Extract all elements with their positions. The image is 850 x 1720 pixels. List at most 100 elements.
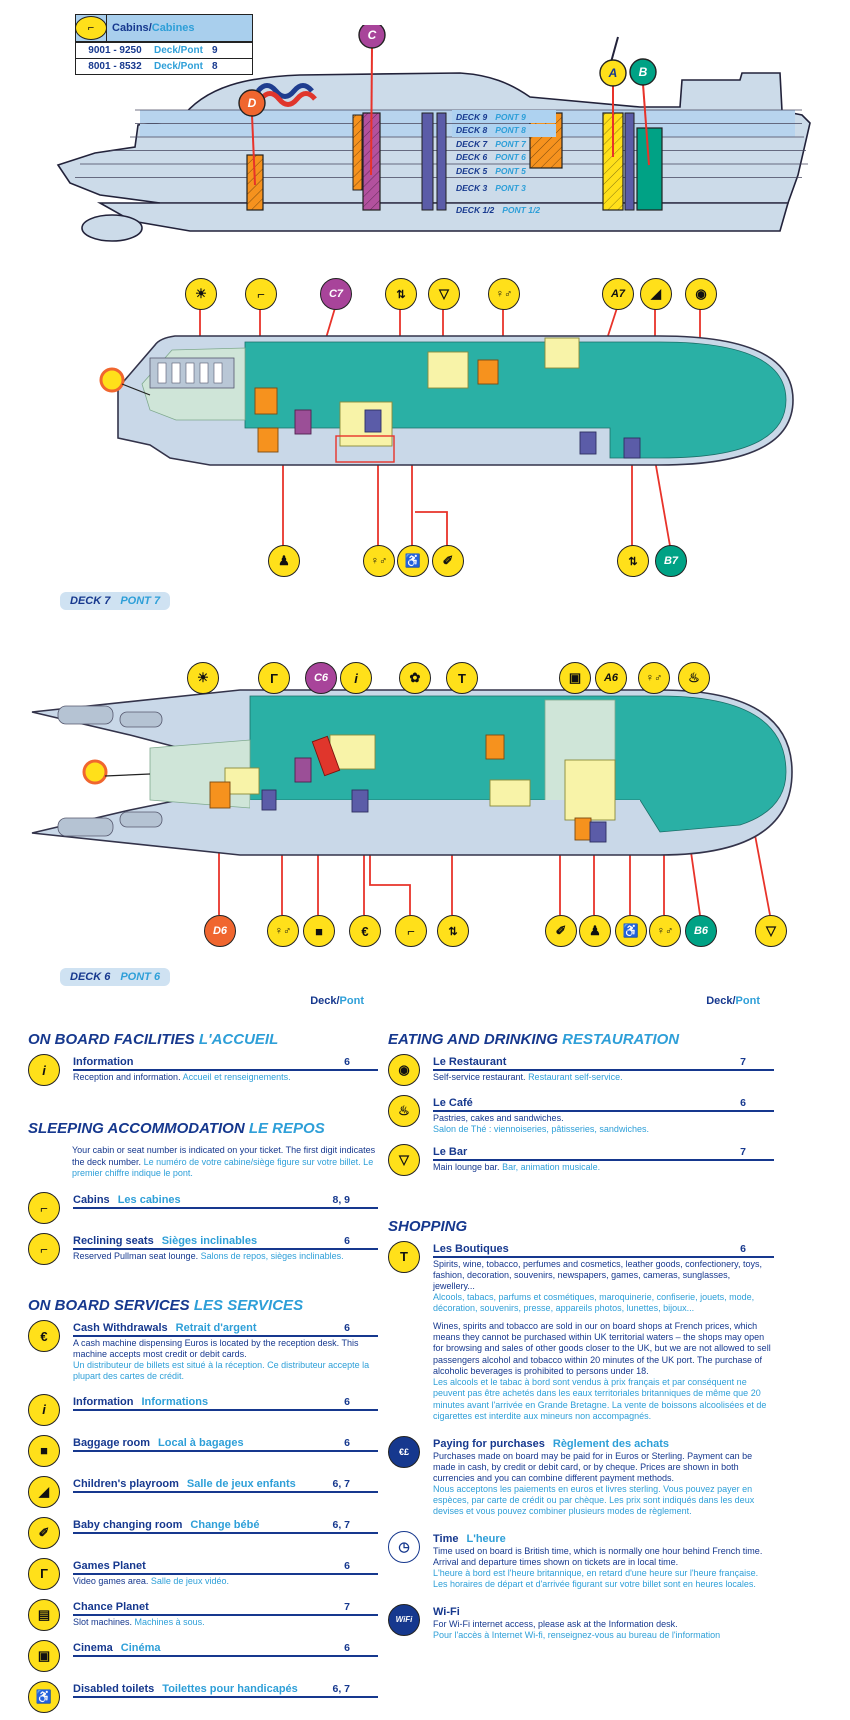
deck6-plan [31, 689, 793, 916]
baby-changing-icon: ♟ [579, 915, 611, 947]
cafe-icon: ♨ [388, 1095, 420, 1127]
disabled-toilet-icon: ♿ [397, 545, 429, 577]
deck-pont-header: Deck/Pont [706, 995, 760, 1007]
information-icon: i [340, 662, 372, 694]
section-sleeping-accommodation: SLEEPING ACCOMMODATION LE REPOS [28, 1120, 325, 1137]
euro-icon: € [28, 1320, 60, 1353]
deck6-lounge-area [249, 695, 787, 833]
bar-icon: ▽ [428, 278, 460, 310]
wifi-icon: WiFi [388, 1603, 420, 1636]
svg-text:C: C [368, 28, 377, 42]
information-icon: i [28, 1393, 60, 1426]
cinema-icon: ▣ [28, 1639, 60, 1672]
badge-b6: B6 [685, 915, 717, 947]
bar-icon: ▽ [388, 1143, 420, 1176]
badge-c7: C7 [320, 278, 352, 310]
ship-hull [56, 72, 811, 204]
wheelchair-icon: ♿ [28, 1680, 60, 1713]
badge-b7: B7 [655, 545, 687, 577]
baby-bottle-icon: ✐ [432, 545, 464, 577]
baggage-icon: ■ [303, 915, 335, 947]
toilets-icon: ♀♂ [649, 915, 681, 947]
lift-shaft [624, 112, 635, 211]
bar-icon: ▽ [755, 915, 787, 947]
badge-c6: C6 [305, 662, 337, 694]
deck7-c7-stairs [294, 409, 312, 435]
brand-wave-logo [256, 83, 317, 107]
toilets-icon: ♀♂ [638, 662, 670, 694]
svg-text:B: B [639, 65, 648, 79]
games-icon: Γ [28, 1557, 60, 1590]
restaurant-icon: ◉ [685, 278, 717, 310]
section-eating-drinking: EATING AND DRINKING RESTAURATION [388, 1031, 680, 1048]
marker-a [599, 59, 627, 87]
lift-icon: ⇅ [385, 278, 417, 310]
boutique-perfume-icon: ✿ [399, 662, 431, 694]
deck7-plan [99, 307, 794, 547]
svg-text:D: D [248, 96, 257, 110]
marker-d [238, 89, 266, 117]
sun-deck-icon: ☀ [187, 662, 219, 694]
disabled-toilet-icon: ♿ [615, 915, 647, 947]
baggage-icon: ■ [28, 1434, 60, 1467]
deck6-c6-stairs [294, 757, 312, 783]
marker-b [629, 58, 657, 86]
facilities-right-column: Deck/Pont EATING AND DRINKING RESTAURATI… [388, 995, 774, 1652]
sleeping-intro: Your cabin or seat number is indicated o… [72, 1145, 376, 1179]
stairs-b-column [636, 127, 663, 211]
deck-pont-header: Deck/Pont [310, 995, 364, 1007]
reclining-seat-icon: ⌐ [395, 915, 427, 947]
ship-bulbous-bow [81, 214, 143, 242]
lift-icon: ⇅ [617, 545, 649, 577]
toilets-icon: ♀♂ [363, 545, 395, 577]
cash-icon: € [349, 915, 381, 947]
section-on-board-facilities: ON BOARD FACILITIES L'ACCUEIL [28, 1031, 279, 1048]
lift-icon: ⇅ [437, 915, 469, 947]
information-icon: i [28, 1054, 60, 1086]
legend-title: Cabins/Cabines [112, 22, 195, 34]
boutique-tshirt-icon: T [446, 662, 478, 694]
restaurant-icon: ◉ [388, 1054, 420, 1086]
cafe-icon: ♨ [678, 662, 710, 694]
clock-icon: ◷ [388, 1530, 420, 1563]
boutiques-paragraph: Wines, spirits and tobacco are sold in o… [433, 1320, 771, 1421]
boutiques-tshirt-icon: T [388, 1240, 420, 1273]
toilets-icon: ♀♂ [267, 915, 299, 947]
section-shopping: SHOPPING [388, 1217, 468, 1235]
childrens-playroom-icon: ◢ [640, 278, 672, 310]
sun-deck-icon: ☀ [185, 278, 217, 310]
section-on-board-services: ON BOARD SERVICES LES SERVICES [28, 1297, 304, 1315]
bed-icon: ⌐ [75, 16, 107, 40]
childrens-playroom-icon: ◢ [28, 1475, 60, 1508]
bed-icon: ⌐ [28, 1192, 60, 1225]
baby-changing-icon: ✐ [28, 1516, 60, 1549]
svg-text:A: A [608, 66, 618, 80]
lift-shaft [421, 112, 434, 211]
stairs-c-upper [352, 114, 363, 191]
baby-changing-icon: ♟ [268, 545, 300, 577]
marker-c [358, 25, 386, 49]
badge-d6: D6 [204, 915, 236, 947]
